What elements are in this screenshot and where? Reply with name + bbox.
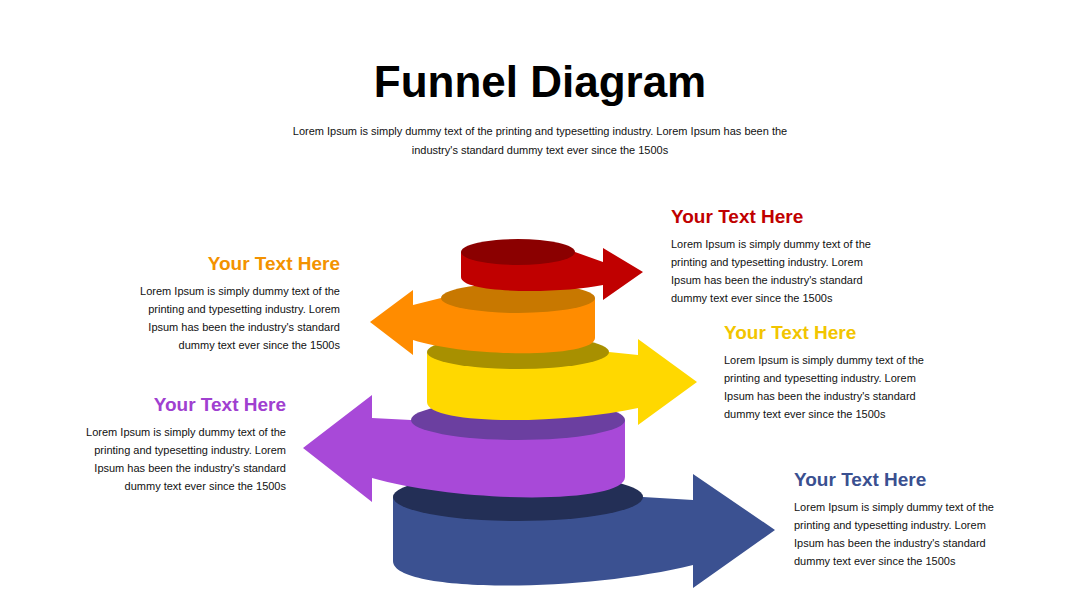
node-heading: Your Text Here (71, 393, 286, 417)
node-heading: Your Text Here (125, 252, 340, 276)
node-body: Lorem Ipsum is simply dummy text of the … (794, 498, 1009, 570)
node-body: Lorem Ipsum is simply dummy text of the … (125, 282, 340, 354)
diagram-title: Funnel Diagram (0, 54, 1080, 110)
text-node: Your Text HereLorem Ipsum is simply dumm… (794, 468, 1009, 570)
diagram-caption: Lorem Ipsum is simply dummy text of the … (270, 122, 810, 160)
text-node: Your Text HereLorem Ipsum is simply dumm… (671, 205, 886, 307)
node-body: Lorem Ipsum is simply dummy text of the … (724, 351, 939, 423)
node-body: Lorem Ipsum is simply dummy text of the … (671, 235, 886, 307)
text-node: Your Text HereLorem Ipsum is simply dumm… (125, 252, 340, 354)
band-top (461, 239, 575, 265)
text-node: Your Text HereLorem Ipsum is simply dumm… (724, 321, 939, 423)
red-band (461, 239, 643, 300)
node-heading: Your Text Here (671, 205, 886, 229)
node-body: Lorem Ipsum is simply dummy text of the … (71, 423, 286, 495)
node-heading: Your Text Here (724, 321, 939, 345)
node-heading: Your Text Here (794, 468, 1009, 492)
text-node: Your Text HereLorem Ipsum is simply dumm… (71, 393, 286, 495)
orange-band (370, 283, 595, 355)
